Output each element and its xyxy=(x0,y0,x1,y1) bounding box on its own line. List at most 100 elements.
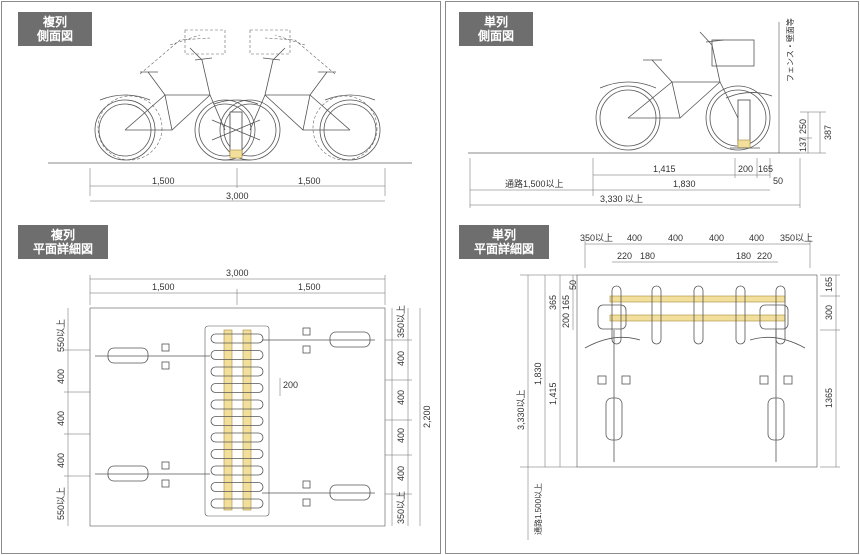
plan-l400b: 400 xyxy=(56,411,66,426)
tag-single-side-line2: 側面図 xyxy=(477,29,514,43)
fence-label: フェンス・壁面等 xyxy=(785,18,795,82)
single-plan-bikes xyxy=(584,304,806,462)
plan-total: 3,000 xyxy=(226,268,249,278)
double-side-dims: 1,500 1,500 3,000 xyxy=(89,168,386,202)
panel-double-side xyxy=(1,1,441,554)
sp-t180b: 180 xyxy=(736,251,751,261)
tag-single-plan: 単列 平面詳細図 xyxy=(459,225,549,259)
dim-passage: 通路1,500以上 xyxy=(505,178,564,189)
rack-slot xyxy=(735,285,746,345)
plan-l400a: 400 xyxy=(56,369,66,384)
double-side-view: 1,500 1,500 3,000 xyxy=(48,29,412,202)
single-side-dims: 1,415 200 165 50 通路1,500以上 1,830 3,330 以… xyxy=(469,18,833,208)
dim-50: 50 xyxy=(773,176,783,186)
tag-double-plan: 複列 平面詳細図 xyxy=(18,225,108,259)
plan-r2200: 2,200 xyxy=(422,405,432,428)
bike-side-right xyxy=(219,29,381,161)
plan-l400c: 400 xyxy=(56,453,66,468)
plan-right-ticks xyxy=(385,339,412,495)
plan-pitch: 200 xyxy=(283,380,298,390)
panel-single-side xyxy=(445,1,859,554)
plan-l550a: 550以上 xyxy=(56,319,66,352)
rack-slot xyxy=(210,383,264,393)
rack-slot xyxy=(210,399,264,410)
rack-slot xyxy=(693,285,704,345)
tag-double-side-line2: 側面図 xyxy=(36,29,73,43)
plan-r400d: 400 xyxy=(396,466,406,481)
tag-double-plan-line1: 複列 xyxy=(50,228,75,242)
sp-l165: 165 xyxy=(561,295,571,310)
rack-slot xyxy=(651,285,662,345)
single-plan-view: 350以上 400 400 400 400 350以上 220 180 180 … xyxy=(516,233,840,540)
dim-250: 250 xyxy=(798,119,808,134)
rack-slot xyxy=(210,465,264,476)
rack-double xyxy=(211,99,261,161)
tag-single-plan-line2: 平面詳細図 xyxy=(473,242,534,256)
dim-165: 165 xyxy=(758,164,773,174)
sp-l50: 50 xyxy=(568,280,578,290)
dim-1830: 1,830 xyxy=(673,179,696,189)
rack-slot xyxy=(775,285,786,345)
dim-3330: 3,330 以上 xyxy=(600,194,643,204)
plan-r400a: 400 xyxy=(396,351,406,366)
double-plan-bikes xyxy=(95,327,375,507)
sp-t180a: 180 xyxy=(640,251,655,261)
rack-slot xyxy=(210,416,264,426)
sp-t400d: 400 xyxy=(749,233,764,243)
dim-200: 200 xyxy=(738,164,753,174)
sp-l1415: 1,415 xyxy=(548,382,558,405)
plan-r350b: 350以上 xyxy=(396,491,406,524)
sp-passage: 通路1,500以上 xyxy=(533,483,543,535)
tag-single-side-line1: 単列 xyxy=(483,15,508,29)
sp-r165: 165 xyxy=(824,277,834,292)
sp-t400c: 400 xyxy=(709,233,724,243)
sp-l200: 200 xyxy=(561,313,571,328)
rack-slot xyxy=(210,350,264,360)
sp-t220b: 220 xyxy=(757,251,772,261)
tag-double-side-line1: 複列 xyxy=(42,15,67,29)
rack-slot xyxy=(210,333,264,344)
sp-l3330: 3,330以上 xyxy=(516,389,526,430)
dim-right: 1,500 xyxy=(298,176,321,186)
plan-right: 1,500 xyxy=(298,282,321,292)
dim-total: 3,000 xyxy=(226,191,249,201)
sp-t350b: 350以上 xyxy=(780,233,813,243)
dim-137: 137 xyxy=(798,137,808,152)
sp-r1365: 1365 xyxy=(824,388,834,408)
tag-double-side: 複列 側面図 xyxy=(18,12,92,46)
plan-left-ticks xyxy=(64,349,90,477)
rack-slot xyxy=(210,498,264,509)
plan-l550b: 550以上 xyxy=(56,487,66,520)
double-plan-rack xyxy=(204,325,270,517)
single-plan-slots xyxy=(611,285,786,345)
dim-1415: 1,415 xyxy=(653,164,676,174)
sp-t400b: 400 xyxy=(668,233,683,243)
single-plan-rack xyxy=(609,295,786,322)
dim-387: 387 xyxy=(823,125,833,140)
rack-slot xyxy=(210,482,264,492)
rack-slot xyxy=(210,432,264,443)
tag-single-plan-line1: 単列 xyxy=(491,228,516,242)
double-plan-slots xyxy=(210,333,264,509)
rack-slot xyxy=(210,366,264,377)
plan-r350a: 350以上 xyxy=(396,305,406,338)
sp-t220a: 220 xyxy=(617,251,632,261)
rack-single xyxy=(725,92,773,149)
plan-r400b: 400 xyxy=(396,390,406,405)
sp-l1830: 1,830 xyxy=(533,362,543,385)
plan-left: 1,500 xyxy=(152,282,175,292)
sp-l365: 365 xyxy=(548,295,558,310)
tag-double-plan-line2: 平面詳細図 xyxy=(32,242,93,256)
sp-r300: 300 xyxy=(824,305,834,320)
rack-slot xyxy=(611,285,622,345)
rack-slot xyxy=(210,449,264,459)
double-plan-view: 3,000 1,500 1,500 550以上 400 400 400 550以… xyxy=(56,268,432,527)
tag-single-side: 単列 側面図 xyxy=(459,12,533,46)
bike-side-single xyxy=(595,31,771,151)
single-side-view: 1,415 200 165 50 通路1,500以上 1,830 3,330 以… xyxy=(468,18,833,208)
dim-left: 1,500 xyxy=(152,176,175,186)
plan-r400c: 400 xyxy=(396,428,406,443)
sp-t350a: 350以上 xyxy=(580,233,613,243)
sp-t400a: 400 xyxy=(627,233,642,243)
